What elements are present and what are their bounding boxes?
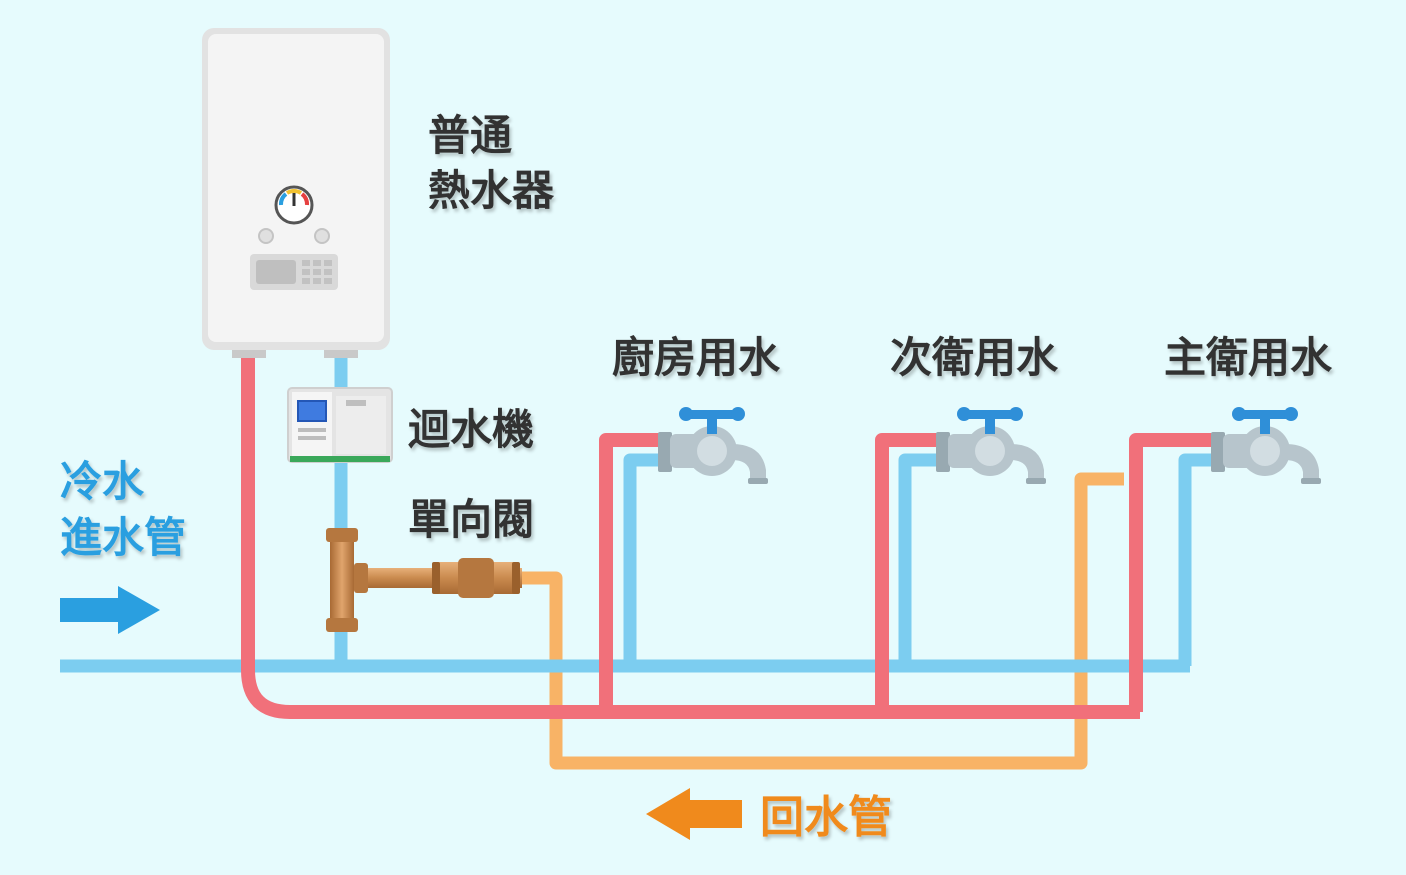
circulator-pump-icon <box>287 387 393 463</box>
faucet-icon <box>1211 407 1321 484</box>
heater-label-line1: 普通 <box>428 111 512 160</box>
faucet-icon <box>936 407 1046 484</box>
heater-label-line2: 熱水器 <box>428 166 555 215</box>
cold-inlet-label-line1: 冷水 <box>60 457 145 506</box>
fixture-label-kitchen: 廚房用水 <box>612 333 781 382</box>
arrow-left-icon <box>646 788 742 840</box>
return-pipe <box>520 472 1124 770</box>
cold-water-pipes <box>60 356 1215 673</box>
check-valve-label: 單向閥 <box>408 495 534 544</box>
cold-inlet-label-line2: 進水管 <box>60 513 186 562</box>
hot-water-pipes <box>241 356 1215 719</box>
circulator-label: 迴水機 <box>408 405 534 454</box>
return-pipe-label: 回水管 <box>760 792 892 843</box>
faucet-icon <box>658 407 768 484</box>
check-valve-icon <box>326 528 522 632</box>
arrow-right-icon <box>60 586 160 634</box>
fixture-label-master-bath: 主衛用水 <box>1164 333 1333 382</box>
water-heater-icon <box>202 28 390 358</box>
fixture-label-second-bath: 次衛用水 <box>890 333 1059 382</box>
